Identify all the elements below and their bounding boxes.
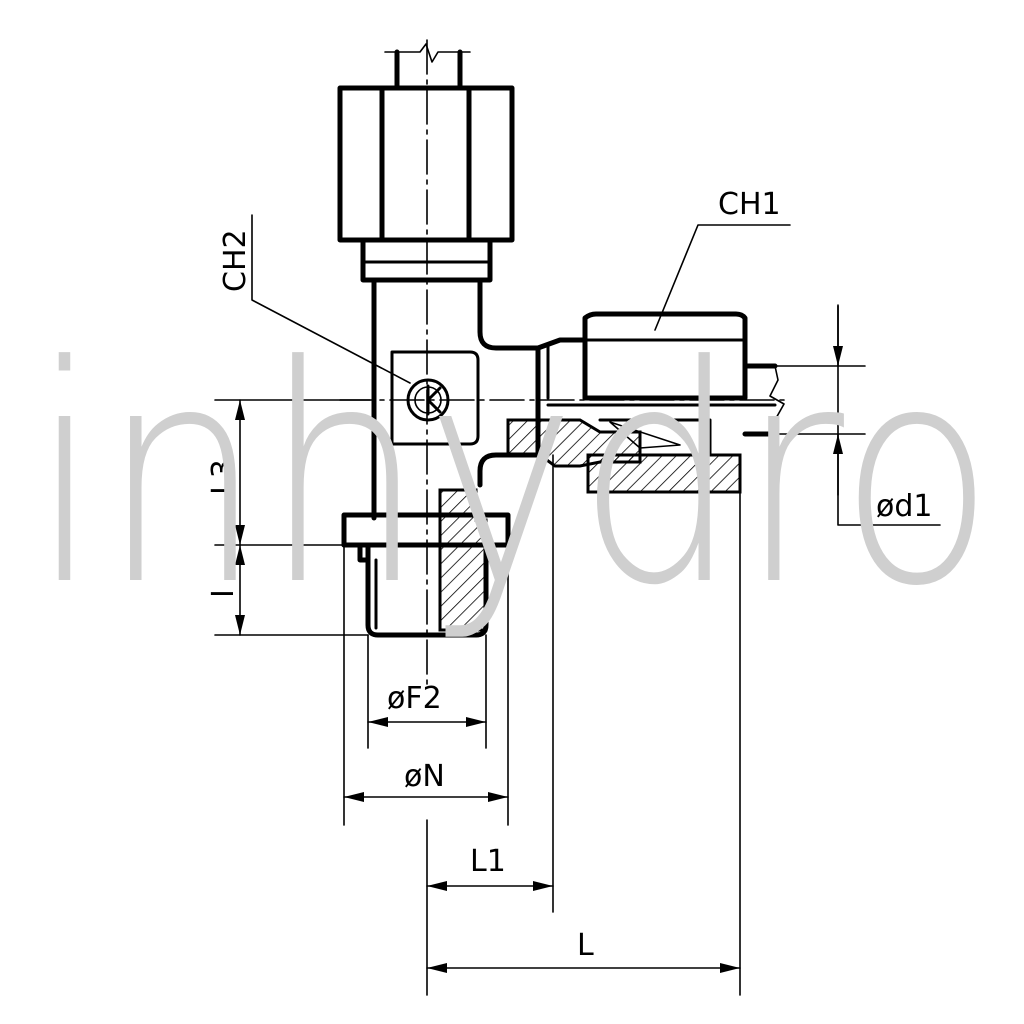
label-n: øN: [404, 759, 445, 794]
label-l3: L3: [206, 459, 241, 495]
stud-section: [438, 488, 488, 632]
center-lines: [339, 39, 791, 691]
label-l1: L1: [470, 844, 506, 879]
dimension-arrows: [235, 305, 843, 973]
label-l: L: [577, 928, 594, 963]
label-ch1: CH1: [718, 187, 781, 222]
side-connection: [506, 311, 785, 494]
label-ch2: CH2: [218, 229, 253, 292]
label-d1: ød1: [876, 489, 932, 524]
extension-lines: [214, 304, 941, 996]
top-nut: [337, 43, 515, 283]
leader-lines: [251, 214, 791, 384]
label-f2: øF2: [387, 681, 442, 716]
label-i: I: [206, 589, 241, 598]
